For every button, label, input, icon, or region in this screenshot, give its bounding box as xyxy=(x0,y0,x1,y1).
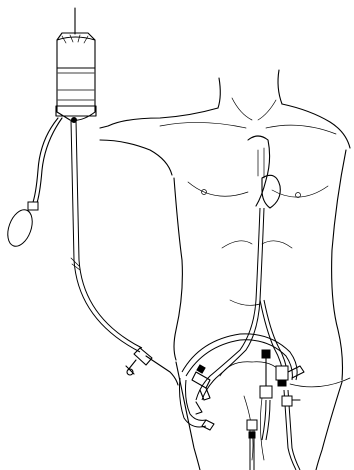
catheter-left-outer xyxy=(196,208,260,400)
neck-left xyxy=(218,78,220,108)
stopcock-body xyxy=(134,348,152,365)
center-right-hub xyxy=(260,386,272,398)
pump-bulb xyxy=(3,206,37,249)
iv-bag xyxy=(56,8,96,123)
left-sheath-stem xyxy=(200,388,210,400)
catheter-left-inner xyxy=(202,208,264,400)
connectors xyxy=(192,350,304,438)
left-shoulder-top xyxy=(100,108,218,128)
left-clavicle xyxy=(160,122,246,128)
heart-aorta xyxy=(248,136,280,208)
center-valve xyxy=(249,432,255,438)
upper-right-valve xyxy=(262,350,270,358)
catheter-lines xyxy=(180,208,301,470)
rib-margin xyxy=(222,241,292,248)
center-right-line-b xyxy=(266,400,270,440)
aorta-inner xyxy=(258,148,264,178)
left-sheath-valve xyxy=(197,365,205,373)
pressure-tubing xyxy=(71,120,178,385)
left-arm-underside xyxy=(100,140,172,175)
tubing-to-groin xyxy=(146,356,178,385)
left-pectoral xyxy=(188,182,248,196)
left-flank xyxy=(174,178,182,360)
right-sheath-valve xyxy=(278,380,286,386)
hand-pump xyxy=(3,118,62,250)
bag-outline xyxy=(57,33,95,120)
torso xyxy=(100,70,350,470)
right-shoulder xyxy=(282,104,350,148)
right-thigh xyxy=(316,382,342,470)
bag-top-hatching xyxy=(62,35,88,43)
pelvic-line xyxy=(220,362,284,376)
neck-right xyxy=(278,70,282,104)
aortic-arch xyxy=(248,136,270,206)
right-clavicle xyxy=(266,125,336,134)
center-right-line-a xyxy=(262,400,266,440)
bag-fluid-lines xyxy=(58,73,94,100)
right-lower-hub xyxy=(282,396,292,406)
left-sheath-hub xyxy=(192,372,210,388)
bulb-connector xyxy=(28,202,38,210)
left-lower-hub xyxy=(202,420,214,430)
center-hub xyxy=(247,420,257,430)
heart-shape xyxy=(262,175,280,208)
tubing-line-b xyxy=(76,120,142,348)
right-sheath-hub xyxy=(276,366,288,380)
neck-muscles xyxy=(232,98,276,120)
right-flank xyxy=(332,150,346,380)
tubing-line-a xyxy=(71,120,140,352)
left-sheath-port xyxy=(196,402,202,414)
right-sheath-port xyxy=(288,366,304,378)
